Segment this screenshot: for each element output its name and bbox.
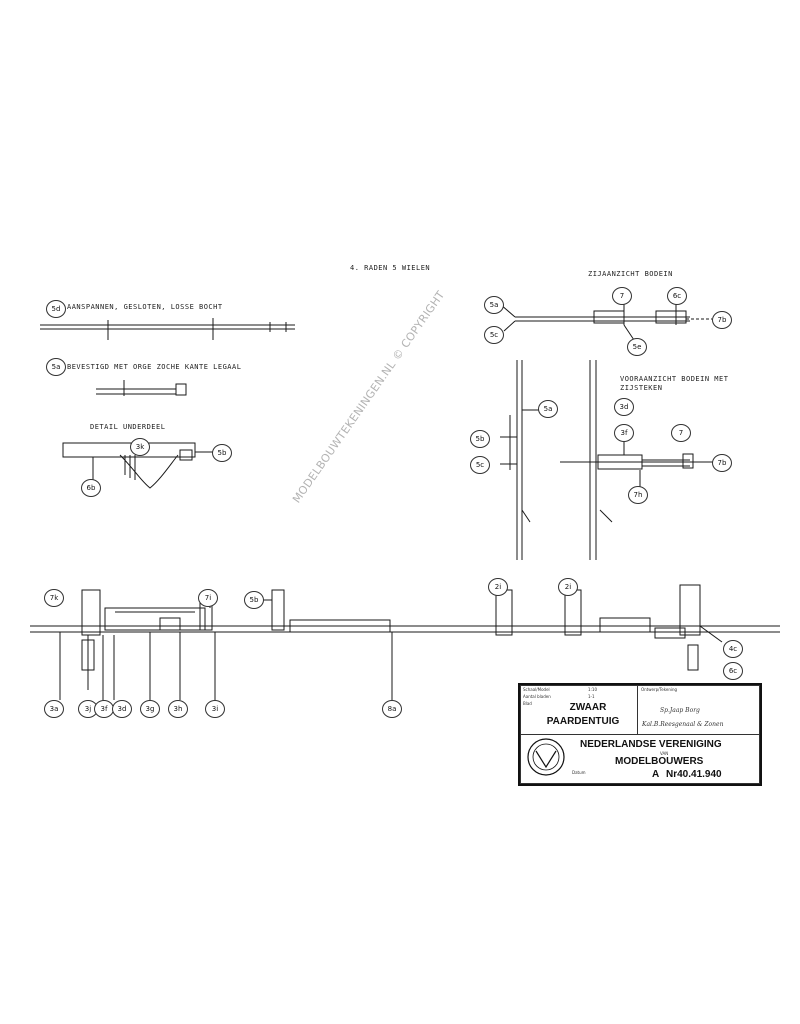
header-text: 4. RADEN 5 WIELEN (350, 264, 431, 272)
tb-label-scale: Schaal/Model (523, 687, 550, 692)
callout-bubble: 5c (470, 456, 490, 474)
callout-bubble: 7 (671, 424, 691, 442)
callout-bubble: 5e (627, 338, 647, 356)
callout-bubble: 5b (470, 430, 490, 448)
tb-label-sheet: Blad (523, 701, 532, 706)
callout-bubble: 8a (382, 700, 402, 718)
callout-bubble: 3d (112, 700, 132, 718)
callout-bubble: 3f (614, 424, 634, 442)
callout-bubble: 2i (488, 578, 508, 596)
callout-bubble: 3a (44, 700, 64, 718)
tb-org-cell (520, 734, 760, 784)
tb-drawing-number: Nr40.41.940 (666, 769, 722, 780)
callout-bubble: 7i (198, 589, 218, 607)
callout-bubble: 7 (612, 287, 632, 305)
main-harness-line (30, 584, 780, 700)
detail-label: DETAIL UNDERDEEL (90, 423, 166, 431)
tb-subject-1: ZWAAR (569, 702, 607, 713)
callout-bubble: 3h (168, 700, 188, 718)
tb-value-drawer: Sp.Jaap Borg (660, 707, 700, 714)
tb-subject-2: PAARDENTUIG (546, 716, 620, 727)
callout-bubble: 6c (723, 662, 743, 680)
callout-bubble: 4c (723, 640, 743, 658)
tb-value-checked: Kal.B.Reesgenaal & Zonen (642, 721, 724, 728)
tb-label-sheets: Aantal bladen (523, 694, 551, 699)
tb-sheet-letter: A (652, 769, 660, 780)
callout-bubble: 3j (78, 700, 98, 718)
detail-underdeel (62, 442, 213, 489)
chain-note-2: BEVESTIGD MET ORGE ZOCHE KANTE LEGAAL (67, 363, 242, 371)
tb-label-date: Datum (572, 770, 586, 775)
tb-value-scale: 1:10 (588, 687, 597, 692)
chain-note: AANSPANNEN, GESLOTEN, LOSSE BOCHT (67, 303, 223, 311)
callout-bubble: 3i (205, 700, 225, 718)
callout-bubble: 7b (712, 454, 732, 472)
callout-bubble: 3k (130, 438, 150, 456)
vertical-strap-left (500, 360, 540, 560)
tb-value-sheets: 1-1 (588, 694, 595, 699)
callout-bubble: 5a (538, 400, 558, 418)
callout-bubble: 7b (712, 311, 732, 329)
callout-bubble: 6b (81, 479, 101, 497)
callout-bubble: 3f (94, 700, 114, 718)
callout-bubble: 5b (244, 591, 264, 609)
callout-bubble: 3g (140, 700, 160, 718)
title-block: Schaal/Model 1:10 Aantal bladen 1-1 Blad… (518, 683, 762, 786)
callout-bubble: 6c (667, 287, 687, 305)
tb-org-line1: NEDERLANDSE VERENIGING (580, 739, 722, 750)
vertical-strap-right (560, 360, 720, 560)
callout-bubble: 7k (44, 589, 64, 607)
callout-bubble: 3d (614, 398, 634, 416)
tb-org-van: VAN (660, 751, 669, 756)
callout-bubble: 5c (484, 326, 504, 344)
front-view-label: VOORAANZICHT BODEIN MET ZIJSTEKEN (620, 375, 729, 392)
nvm-logo (527, 738, 565, 776)
callout-bubble: 2i (558, 578, 578, 596)
callout-bubble: 7h (628, 486, 648, 504)
callout-bubble: 5b (212, 444, 232, 462)
callout-bubble: 5a (46, 358, 66, 376)
callout-bubble: 5a (484, 296, 504, 314)
tb-org-line2: MODELBOUWERS (615, 756, 704, 767)
chain-detail-top (40, 318, 295, 396)
side-view-label: ZIJAANZICHT BODEIN (588, 270, 673, 278)
callout-bubble: 5d (46, 300, 66, 318)
side-view-bodein (499, 300, 712, 341)
tb-label-drawer: Ontwerp/Tekening (641, 687, 678, 692)
